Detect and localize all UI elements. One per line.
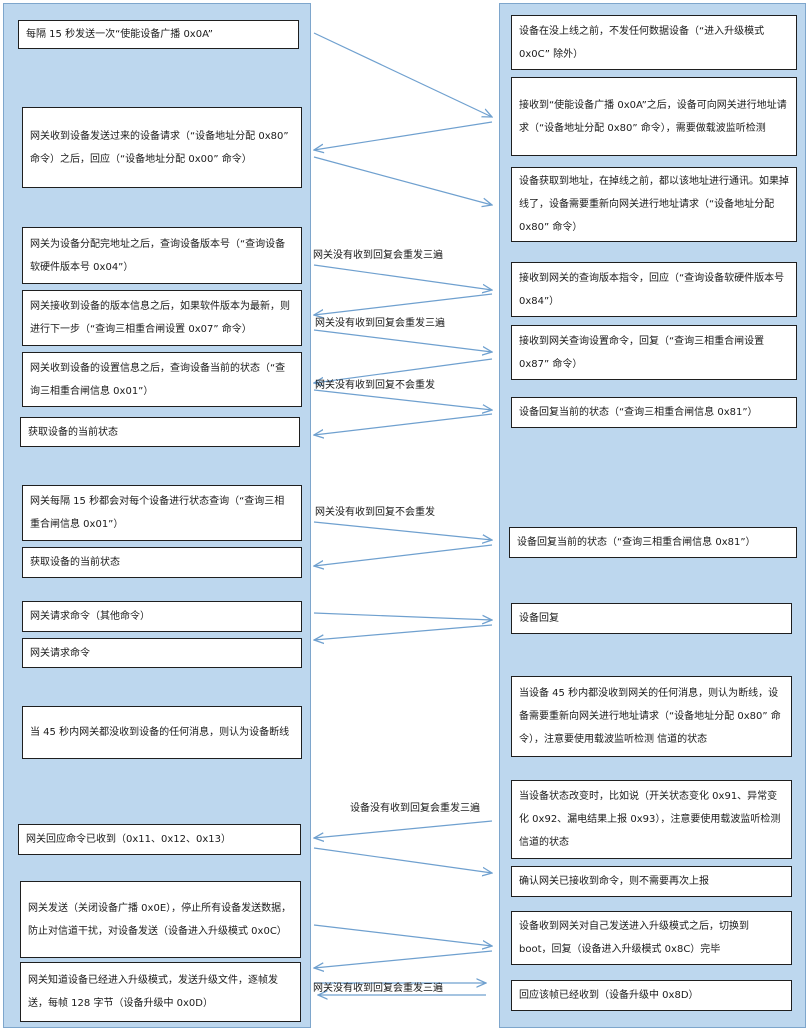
gateway-step-address-reply: 网关收到设备发送过来的设备请求（“设备地址分配 0x80” 命令）之后，回应（“… (22, 107, 302, 188)
gateway-step-ack: 网关回应命令已收到（0x11、0x12、0x13） (18, 824, 301, 855)
gateway-step-timeout: 当 45 秒内网关都没收到设备的任何消息，则认为设备断线 (22, 706, 302, 759)
device-step-settings-reply: 接收到网关查询设置命令，回复（“查询三相重合闸设置 0x87” 命令） (511, 325, 797, 380)
gateway-step-query-state: 网关收到设备的设置信息之后，查询设备当前的状态（“查询三相重合闸信息 0x01”… (22, 352, 302, 407)
arrow-other-command (313, 612, 492, 620)
device-step-timeout: 当设备 45 秒内都没收到网关的任何消息，则认为断线，设备需要重新向网关进行地址… (511, 676, 792, 757)
label-resend-three-1: 网关没有收到回复会重发三遍 (313, 250, 443, 261)
arrow-query-settings (313, 329, 492, 352)
gateway-step-get-state: 获取设备的当前状态 (20, 417, 300, 447)
label-resend-three-3: 网关没有收到回复会重发三遍 (313, 983, 443, 994)
device-step-offline: 设备在没上线之前，不发任何数据设备（“进入升级模式 0x0C” 除外） (511, 15, 797, 70)
arrow-ack (313, 847, 492, 873)
arrow-broadcast (313, 32, 492, 117)
arrow-state-reply-2 (314, 544, 493, 566)
gateway-step-query-settings: 网关接收到设备的版本信息之后，如果软件版本为最新，则进行下一步（“查询三相重合闸… (22, 290, 302, 346)
device-step-state-reply: 设备回复当前的状态（“查询三相重合闸信息 0x81”） (511, 397, 797, 428)
arrow-boot-reply (314, 950, 493, 968)
gateway-step-other-command: 网关请求命令（其他命令） (22, 601, 302, 632)
arrow-state-change (314, 820, 493, 838)
arrow-address-request (314, 121, 493, 150)
label-no-resend-2: 网关没有收到回复不会重发 (315, 507, 435, 518)
gateway-step-broadcast: 每隔 15 秒发送一次“使能设备广播 0x0A” (18, 20, 299, 49)
arrow-settings-reply (314, 358, 493, 383)
label-device-resend-three: 设备没有收到回复会重发三遍 (350, 803, 480, 814)
arrow-query-state (313, 389, 492, 410)
gateway-step-query-version: 网关为设备分配完地址之后，查询设备版本号（“查询设备软硬件版本号 0x04”） (22, 227, 302, 284)
arrow-address-reply (313, 156, 492, 205)
device-step-version-reply: 接收到网关的查询版本指令，回应（“查询设备软硬件版本号 0x84”） (511, 262, 797, 317)
arrow-state-reply (314, 413, 493, 435)
arrow-enter-upgrade (313, 924, 492, 946)
device-step-state-change: 当设备状态改变时，比如说（开关状态变化 0x91、异常变化 0x92、漏电结果上… (511, 780, 792, 859)
device-step-enter-boot: 设备收到网关对自己发送进入升级模式之后，切换到 boot，回复（设备进入升级模式… (511, 911, 792, 965)
arrow-device-reply (314, 624, 493, 640)
device-step-ack-confirm: 确认网关已接收到命令，则不需要再次上报 (511, 866, 792, 897)
label-no-resend-1: 网关没有收到回复不会重发 (315, 380, 435, 391)
arrow-query-version (313, 264, 492, 290)
device-step-reply: 设备回复 (511, 603, 792, 634)
label-resend-three-2: 网关没有收到回复会重发三遍 (315, 318, 445, 329)
device-step-frame-ack: 回应该帧已经收到（设备升级中 0x8D） (511, 980, 792, 1011)
gateway-step-request-command: 网关请求命令 (22, 638, 302, 668)
device-step-state-reply-2: 设备回复当前的状态（“查询三相重合闸信息 0x81”） (509, 527, 797, 558)
arrow-periodic-query (313, 521, 492, 540)
arrow-version-reply (314, 293, 493, 315)
device-step-got-address: 设备获取到地址，在掉线之前，都以该地址进行通讯。如果掉线了，设备需要重新向网关进… (511, 167, 797, 242)
gateway-step-periodic-query: 网关每隔 15 秒都会对每个设备进行状态查询（“查询三相重合闸信息 0x01”） (22, 485, 302, 541)
gateway-step-enter-upgrade: 网关发送（关闭设备广播 0x0E），停止所有设备发送数据，防止对信道干扰，对设备… (20, 881, 301, 958)
device-step-address-request: 接收到“使能设备广播 0x0A”之后，设备可向网关进行地址请求（“设备地址分配 … (511, 77, 797, 156)
gateway-step-get-state-2: 获取设备的当前状态 (22, 547, 302, 578)
gateway-step-send-firmware: 网关知道设备已经进入升级模式，发送升级文件，逐帧发送，每帧 128 字节（设备升… (20, 962, 301, 1022)
